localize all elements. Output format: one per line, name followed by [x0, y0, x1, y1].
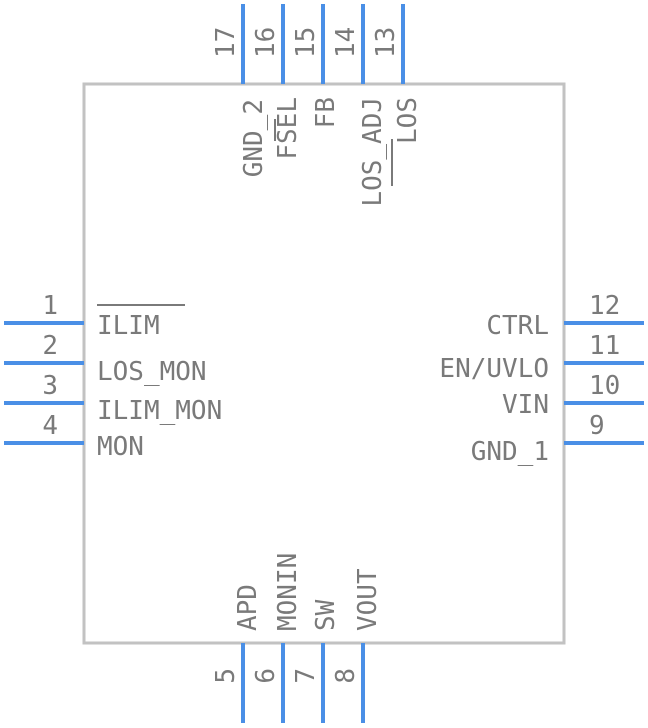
pin-5-number: 5: [211, 668, 241, 684]
pin-13-number: 13: [371, 27, 401, 58]
pin-3-number: 3: [42, 371, 58, 401]
pin-14-name: LOS_ADJ: [358, 97, 388, 207]
pin-8[interactable]: 8 VOUT: [331, 568, 383, 723]
pin-12-number: 12: [589, 291, 620, 321]
pin-10[interactable]: 10 VIN: [502, 371, 644, 420]
pin-17-number: 17: [211, 27, 241, 58]
pin-10-number: 10: [589, 371, 620, 401]
pin-12[interactable]: 12 CTRL: [486, 291, 644, 341]
pin-17[interactable]: 17 GND_2: [211, 4, 269, 177]
pin-1-number: 1: [42, 291, 58, 321]
pin-10-name: VIN: [502, 390, 549, 420]
pin-13[interactable]: 13 LOS: [371, 4, 423, 186]
pin-14[interactable]: 14 LOS_ADJ: [331, 4, 388, 207]
pin-2-number: 2: [42, 331, 58, 361]
pin-17-name: GND_2: [239, 99, 269, 177]
component-body: [82, 82, 566, 645]
pin-3-name: ILIM_MON: [97, 396, 222, 426]
pin-5-name: APD: [233, 584, 263, 631]
pin-3[interactable]: 3 ILIM_MON: [4, 371, 222, 426]
pin-7-name: SW: [311, 599, 341, 631]
pin-12-name: CTRL: [486, 311, 549, 341]
pin-16[interactable]: 16 FSEL: [251, 4, 303, 160]
pin-7[interactable]: 7 SW: [291, 599, 341, 723]
pin-6-number: 6: [251, 668, 281, 684]
pin-1-name: ILIM: [97, 311, 160, 341]
pin-9-number: 9: [589, 411, 605, 441]
pin-15-number: 15: [291, 27, 321, 58]
pin-4-name: MON: [97, 432, 144, 462]
pin-4[interactable]: 4 MON: [4, 411, 144, 462]
pin-13-name: LOS: [393, 97, 423, 144]
pin-16-name: FSEL: [273, 97, 303, 160]
pin-6[interactable]: 6 MONIN: [251, 553, 303, 723]
pin-14-number: 14: [331, 27, 361, 58]
pin-15[interactable]: 15 FB: [291, 4, 341, 128]
pin-8-name: VOUT: [353, 568, 383, 631]
pin-6-name: MONIN: [273, 553, 303, 631]
pin-1[interactable]: 1 ILIM: [4, 291, 185, 341]
pin-9[interactable]: 9 GND_1: [471, 411, 644, 467]
pin-4-number: 4: [42, 411, 58, 441]
pin-11-name: EN/UVLO: [439, 354, 549, 384]
pin-7-number: 7: [291, 668, 321, 684]
pin-11-number: 11: [589, 331, 620, 361]
pin-8-number: 8: [331, 668, 361, 684]
pin-9-name: GND_1: [471, 437, 549, 467]
pin-5[interactable]: 5 APD: [211, 584, 263, 723]
pin-16-number: 16: [251, 27, 281, 58]
pin-15-name: FB: [311, 97, 341, 128]
pin-11[interactable]: 11 EN/UVLO: [439, 331, 644, 384]
pin-2[interactable]: 2 LOS_MON: [4, 331, 207, 387]
pin-2-name: LOS_MON: [97, 357, 207, 387]
